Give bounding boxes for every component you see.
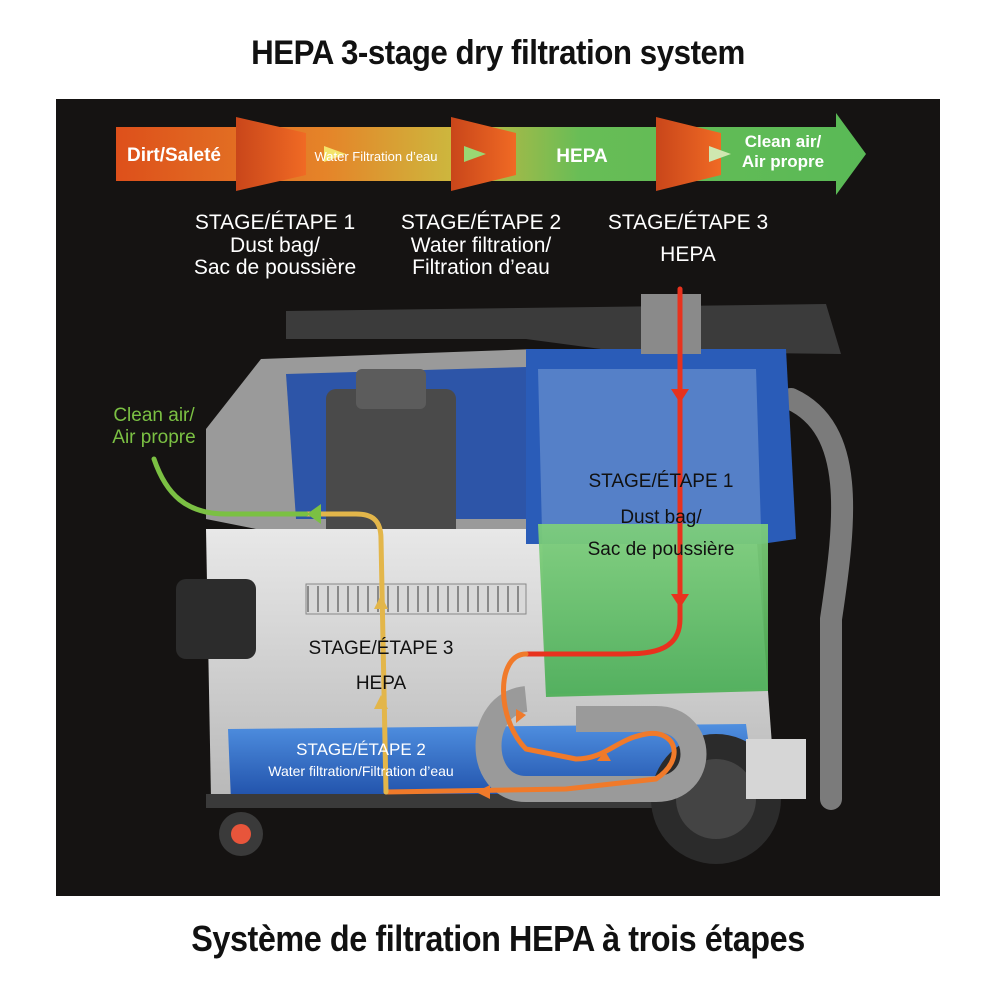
stage2-header-line3: Filtration d’eau: [412, 256, 550, 279]
orange-arrow-3: [476, 785, 490, 799]
stage1-label-2: Dust bag/: [620, 507, 702, 528]
flow-hepa-label: HEPA: [556, 146, 608, 167]
green-flow-path: [151, 456, 309, 517]
clean-air-label-1: Clean air/: [113, 405, 195, 426]
stage3-label-2: HEPA: [356, 673, 407, 694]
yellow-arrow-1: [374, 695, 388, 709]
flow-arrow-small-2: [464, 146, 486, 162]
stage1-header-line1: STAGE/ÉTAPE 1: [195, 211, 355, 234]
inlet-port: [641, 294, 701, 354]
title-bottom: Système de filtration HEPA à trois étape…: [191, 918, 805, 959]
title-top: HEPA 3-stage dry filtration system: [251, 34, 745, 72]
stage2-label-1: STAGE/ÉTAPE 2: [296, 740, 426, 759]
yellow-flow-path: [303, 511, 389, 795]
exhaust-vent: [176, 579, 256, 659]
orange-arrow-1: [516, 709, 526, 723]
flow-water-label: Water Filtration d’eau: [314, 149, 437, 164]
lid-top: [286, 304, 841, 354]
stage3-header-line1: STAGE/ÉTAPE 3: [608, 211, 768, 234]
flow-banner: Dirt/Saleté Water Filtration d’eau HEPA …: [116, 113, 866, 195]
diagram-panel: Dirt/Saleté Water Filtration d’eau HEPA …: [56, 99, 940, 896]
diagram-labels: Clean air/ Air propre STAGE/ÉTAPE 1 Dust…: [112, 405, 734, 779]
yellow-arrow-2: [374, 595, 388, 609]
stage1-header-line3: Sac de poussière: [194, 256, 356, 279]
flow-arrow-small-3: [709, 146, 731, 162]
stage1-label-1: STAGE/ÉTAPE 1: [588, 471, 733, 492]
motor-cap: [356, 369, 426, 409]
flow-clean-label-2: Air propre: [742, 152, 824, 171]
stage-headers: STAGE/ÉTAPE 1 Dust bag/ Sac de poussière…: [194, 211, 768, 279]
stage3-header-line2: HEPA: [660, 243, 716, 266]
stage1-label-3: Sac de poussière: [588, 539, 735, 560]
red-arrow-1: [671, 389, 689, 403]
red-flow-path: [523, 286, 683, 657]
airflow-paths: [151, 286, 689, 799]
orange-arrow-2: [597, 751, 611, 761]
green-arrow-1: [307, 504, 321, 524]
front-wheel-hub: [231, 824, 251, 844]
stage2-header-line1: STAGE/ÉTAPE 2: [401, 211, 561, 234]
vacuum-illustration: [176, 294, 854, 864]
internal-pipe: [475, 686, 707, 802]
filter-cone-1: [236, 117, 306, 191]
orange-flow-path: [383, 651, 677, 795]
flow-dirt-label: Dirt/Saleté: [127, 145, 221, 166]
diagram-svg: Dirt/Saleté Water Filtration d’eau HEPA …: [112, 113, 866, 864]
filter-cone-3: [656, 117, 721, 191]
flow-arrow-small-1: [324, 146, 346, 162]
clean-air-label-2: Air propre: [112, 427, 195, 448]
flow-clean-label-1: Clean air/: [745, 132, 822, 151]
motor: [326, 389, 456, 564]
side-latch: [746, 739, 806, 799]
hepa-filter: [305, 583, 527, 615]
stage3-label-1: STAGE/ÉTAPE 3: [308, 638, 453, 659]
stage2-header-line2: Water filtration/: [411, 234, 552, 257]
hose: [780, 388, 854, 810]
red-arrow-2: [671, 594, 689, 608]
stage2-label-2: Water filtration/Filtration d’eau: [268, 763, 453, 779]
stage1-header-line2: Dust bag/: [230, 234, 320, 257]
